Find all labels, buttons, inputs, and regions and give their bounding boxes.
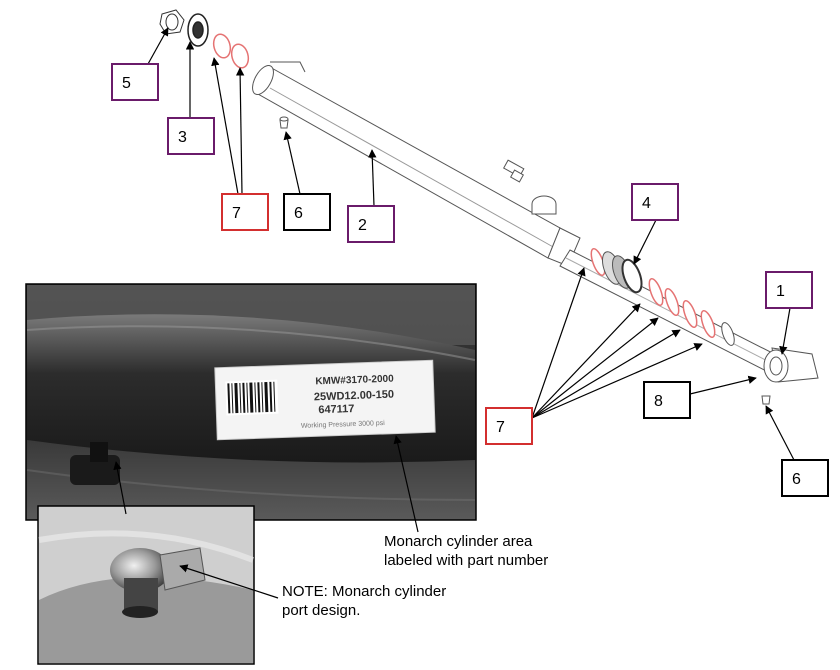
- rod-wiper-part: [187, 13, 209, 47]
- callout-1: 1: [765, 271, 813, 309]
- callout-4: 4: [631, 183, 679, 221]
- svg-text:3: 3: [178, 129, 187, 146]
- photo-port-stub: [70, 442, 120, 485]
- svg-text:8: 8: [654, 393, 663, 410]
- callout-6-right: 6: [781, 459, 829, 497]
- callout-5: 5: [111, 63, 159, 101]
- svg-text:1: 1: [776, 283, 785, 300]
- svg-text:6: 6: [294, 205, 303, 222]
- svg-text:6: 6: [792, 471, 801, 488]
- grease-fitting-left: [279, 116, 289, 129]
- callout-3: 3: [167, 117, 215, 155]
- photo-port-design: [37, 505, 255, 665]
- svg-text:2: 2: [358, 217, 367, 234]
- callout-8: 8: [643, 381, 691, 419]
- cylinder-barrel: [252, 61, 581, 267]
- label-line-1: KMW#3170-2000: [315, 374, 394, 388]
- callout-7-top: 7: [221, 193, 269, 231]
- nut-part: [159, 9, 185, 35]
- leader-lines: [113, 27, 795, 599]
- part-number-label: KMW#3170-2000 25WD12.00-150 647117 Worki…: [214, 359, 436, 441]
- port-design-note: NOTE: Monarch cylinder port design.: [282, 583, 447, 619]
- svg-text:7: 7: [496, 419, 505, 436]
- label-location-note: Monarch cylinder area labeled with part …: [384, 533, 549, 569]
- label-line-4: Working Pressure 3000 psi: [301, 420, 386, 430]
- rod-end-eye: [763, 347, 819, 383]
- svg-text:4: 4: [642, 195, 651, 212]
- port-fitting: [503, 159, 525, 183]
- callout-7-bottom: 7: [485, 407, 533, 445]
- grease-fitting-right: [761, 395, 771, 405]
- svg-text:7: 7: [232, 205, 241, 222]
- svg-text:5: 5: [122, 75, 131, 92]
- callout-2: 2: [347, 205, 395, 243]
- label-line-3: 647117: [318, 403, 355, 416]
- o-ring-parts: [212, 33, 250, 69]
- photo-cylinder-label: KMW#3170-2000 25WD12.00-150 647117 Worki…: [25, 283, 477, 521]
- label-line-2: 25WD12.00-150: [314, 389, 394, 404]
- piston-seal-assembly: [590, 247, 735, 346]
- barcode: [225, 379, 279, 416]
- callout-6-left: 6: [283, 193, 331, 231]
